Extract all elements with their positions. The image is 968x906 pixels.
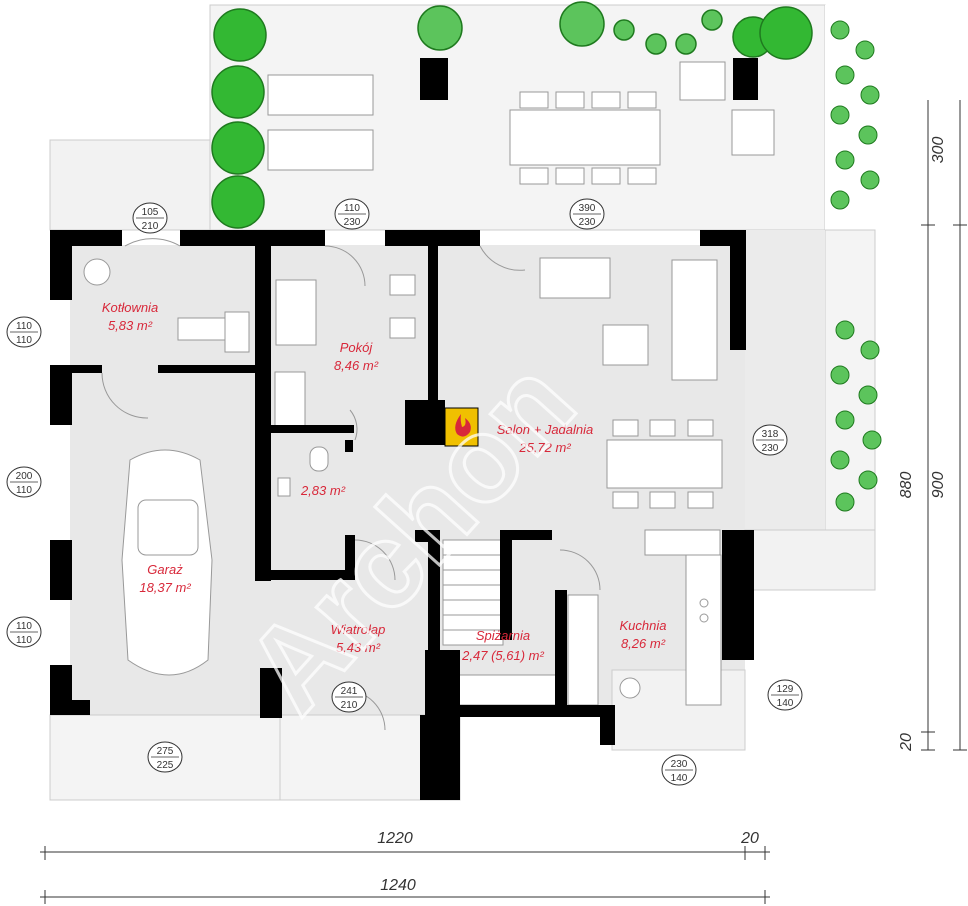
dim-right-4: 20 [898, 733, 915, 752]
opening-height: 110 [16, 335, 32, 346]
dimension-labels: 1220 20 1240 300 880 900 20 [377, 137, 947, 894]
opening-width: 275 [157, 746, 174, 757]
opening-width: 230 [671, 759, 688, 770]
opening-height: 230 [762, 443, 779, 454]
opening-height: 230 [344, 217, 361, 228]
terrace-table-icon [509, 61, 775, 185]
staircase-icon [442, 539, 504, 646]
dim-right-3: 900 [930, 472, 947, 499]
opening-height: 210 [341, 700, 358, 711]
sun-lounger-icon [267, 74, 374, 171]
door-swings [101, 238, 601, 731]
room-name-kotlownia: Kotłownia [102, 300, 158, 315]
dimension-lines [40, 100, 967, 904]
fireplace-icon [444, 407, 479, 447]
opening-width: 200 [16, 471, 33, 482]
room-name-garaz: Garaż [147, 562, 183, 577]
shrub-icon [417, 1, 723, 55]
dim-bottom-2: 20 [740, 830, 759, 847]
room-area-wiatrolap: 5,43 m² [336, 640, 381, 655]
opening-width: 129 [777, 684, 794, 695]
hedge-icon [830, 20, 882, 512]
room-area-kuchnia: 8,26 m² [621, 636, 666, 651]
furniture [83, 257, 723, 706]
room-area-lazienka: 2,83 m² [300, 483, 346, 498]
garden [209, 1, 885, 531]
opening-height: 110 [16, 485, 32, 496]
dim-bottom-1: 1220 [377, 830, 413, 847]
opening-height: 140 [777, 698, 794, 709]
opening-height: 225 [157, 760, 174, 771]
room-area-pokoj: 8,46 m² [334, 358, 379, 373]
opening-width: 110 [16, 321, 32, 332]
room-name-spizarnia: Spiżarnia [476, 628, 530, 643]
opening-height: 110 [16, 635, 32, 646]
room-area-spizarnia: 2,47 (5,61) m² [461, 648, 544, 663]
room-area-garaz: 18,37 m² [139, 580, 191, 595]
room-area-salon: 25,72 m² [518, 440, 571, 455]
room-name-pokoj: Pokój [340, 340, 374, 355]
walls [50, 230, 754, 800]
opening-width: 390 [579, 203, 596, 214]
room-labels: Kotłownia 5,83 m² Pokój 8,46 m² 2,83 m² … [102, 300, 667, 663]
opening-tags: 1052101102303902301101103182302001101101… [6, 198, 803, 786]
opening-width: 105 [142, 207, 159, 218]
room-name-wiatrolap: Wiatrołap [331, 622, 386, 637]
opening-height: 230 [579, 217, 596, 228]
opening-width: 241 [341, 686, 358, 697]
opening-width: 110 [344, 203, 360, 214]
dim-bottom-total: 1240 [380, 877, 416, 894]
tree-icon [211, 6, 813, 229]
boiler-icon [83, 258, 111, 286]
opening-height: 210 [142, 221, 159, 232]
room-name-salon: Salon + Jadalnia [497, 422, 594, 437]
opening-height: 140 [671, 773, 688, 784]
opening-width: 318 [762, 429, 779, 440]
dim-right-1: 300 [930, 137, 947, 164]
room-area-kotlownia: 5,83 m² [108, 318, 153, 333]
dim-right-2: 880 [898, 472, 915, 499]
opening-width: 110 [16, 621, 32, 632]
room-name-kuchnia: Kuchnia [620, 618, 667, 633]
